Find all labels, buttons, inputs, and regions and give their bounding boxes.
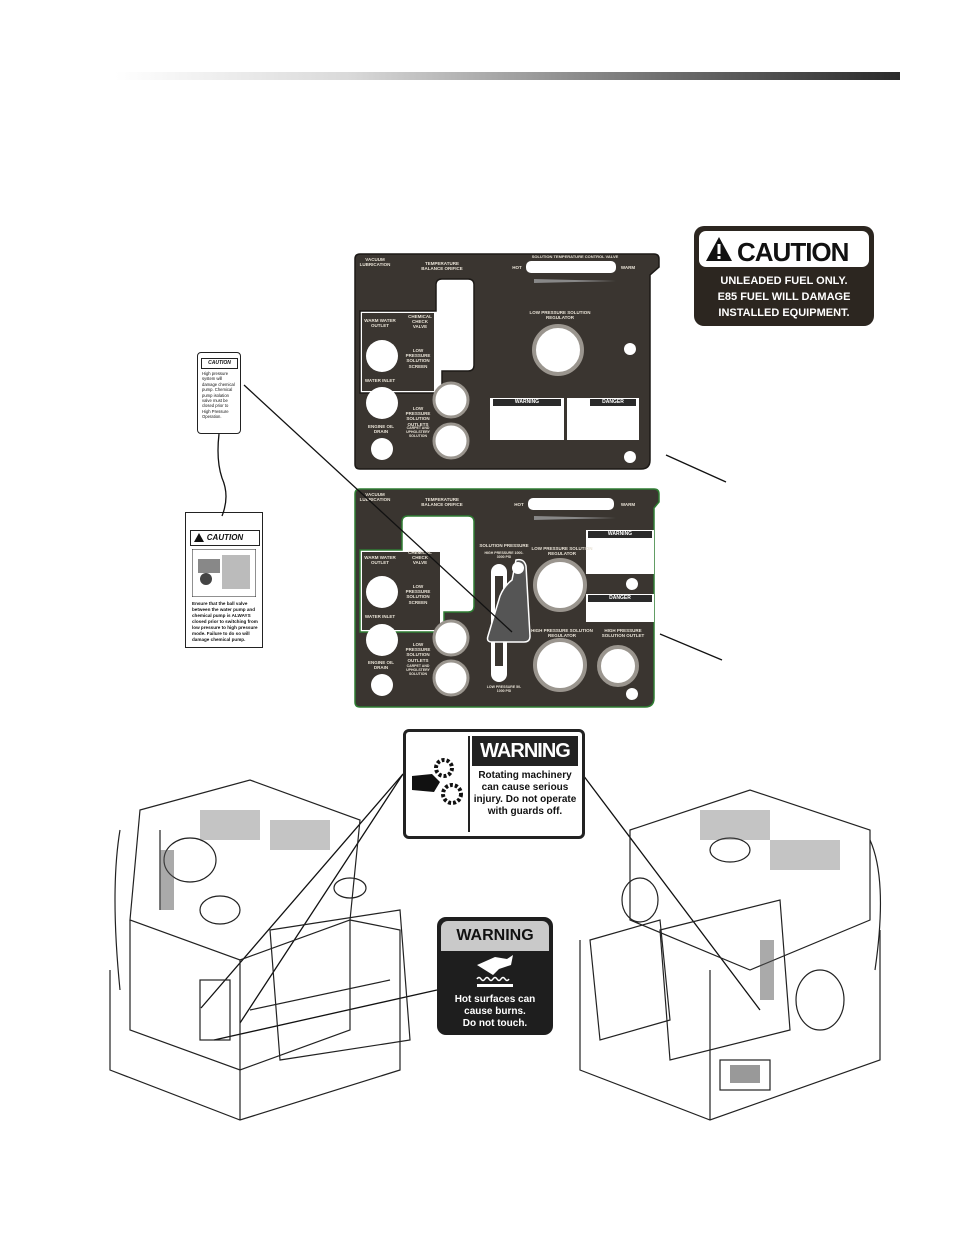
top-low-outlets-sub: CARPET AND UPHOLSTERY SOLUTION [406, 426, 430, 439]
bottom-hot-label: HOT [514, 502, 524, 507]
top-warning-label: WARNING [493, 399, 561, 406]
bottom-low-regulator-label: LOW PRESSURE SOLUTION REGULATOR [531, 546, 593, 557]
warning-rotating-title: WARNING [472, 736, 578, 766]
caution-line-2: E85 FUEL WILL DAMAGE [717, 291, 851, 303]
bottom-water-inlet-label: WATER INLET [364, 614, 396, 619]
warning-rotating-line-4: with guards off. [487, 806, 563, 817]
top-low-regulator-label: LOW PRESSURE SOLUTION REGULATOR [529, 310, 591, 321]
caution-line-1: UNLEADED FUEL ONLY. [720, 275, 848, 287]
top-solution-temp-label: SOLUTION TEMPERATURE CONTROL VALVE [531, 254, 619, 259]
warning-hot-sign: WARNING Hot surfaces can cause burns. Do… [437, 917, 553, 1035]
hot-surface-hand-icon [476, 955, 513, 987]
gears-icon [410, 736, 470, 832]
caution-message: UNLEADED FUEL ONLY. E85 FUEL WILL DAMAGE… [694, 273, 874, 321]
warning-rotating-line-1: Rotating machinery [478, 770, 572, 781]
bottom-engine-drain-label: ENGINE OIL DRAIN [367, 660, 394, 671]
bottom-chem-check-label: CHEMICAL CHECK VALVE [408, 550, 432, 566]
bottom-danger-label: DANGER [588, 595, 652, 602]
bottom-low-pressure-label: LOW PRESSURE 50-1000 PSI [486, 685, 522, 694]
warning-rotating-line-3: injury. Do not operate [473, 794, 577, 805]
caution-line-3: INSTALLED EQUIPMENT. [718, 307, 850, 319]
top-engine-drain-label: ENGINE OIL DRAIN [367, 424, 394, 435]
warning-hot-title: WARNING [441, 921, 549, 951]
warning-rotating-title-text: WARNING [480, 740, 571, 762]
warning-rotating-line-2: can cause serious [481, 782, 569, 793]
tag-big-title: CAUTION [190, 530, 260, 546]
top-low-outlets-label: LOW PRESSURE SOLUTION OUTLETS [405, 406, 431, 427]
bottom-warning-label: WARNING [588, 531, 652, 538]
warning-hot-body: Hot surfaces can cause burns. Do not tou… [437, 994, 553, 1030]
bottom-solution-pressure-label: SOLUTION PRESSURE [479, 543, 529, 548]
top-low-screen-label: LOW PRESSURE SOLUTION SCREEN [405, 348, 431, 369]
top-warm-water-label: WARM WATER OUTLET [364, 318, 396, 329]
valve-handle-shape [486, 558, 531, 643]
alert-triangle-icon [706, 237, 732, 261]
tag-small-text: High pressure system will damage chemica… [202, 371, 235, 420]
warning-rotating-sign: WARNING Rotating machinery can cause ser… [403, 729, 585, 839]
bottom-high-regulator-label: HIGH PRESSURE SOLUTION REGULATOR [531, 628, 593, 639]
valve-illustration [192, 549, 256, 597]
top-warm-label: WARM [620, 265, 636, 270]
bottom-high-outlet-label: HIGH PRESSURE SOLUTION OUTLET [601, 628, 645, 639]
bottom-vacuum-label: VACUUM LUBRICATION [359, 492, 391, 503]
tag-small-title: CAUTION [201, 358, 238, 369]
caution-tag-large: CAUTION Ensure that the ball valve betwe… [185, 512, 263, 648]
bottom-low-screen-label: LOW PRESSURE SOLUTION SCREEN [405, 584, 431, 605]
top-chem-check-label: CHEMICAL CHECK VALVE [408, 314, 432, 330]
caution-header: CAUTION [699, 231, 869, 267]
bottom-high-pressure-label: HIGH PRESSURE 1000-3000 PSI [484, 551, 524, 560]
bottom-low-outlets-sub: CARPET AND UPHOLSTERY SOLUTION [406, 664, 430, 677]
top-danger-label: DANGER [590, 399, 636, 406]
caution-tag-small: CAUTION High pressure system will damage… [197, 352, 241, 434]
top-hot-label: HOT [512, 265, 522, 270]
bottom-low-outlets-label: LOW PRESSURE SOLUTION OUTLETS [405, 642, 431, 663]
bottom-temp-orifice-label: TEMPERATURE BALANCE ORIFICE [421, 497, 463, 508]
tag-big-text: Ensure that the ball valve between the w… [192, 601, 258, 642]
top-water-inlet-label: WATER INLET [364, 378, 396, 383]
bottom-warm-label: WARM [620, 502, 636, 507]
top-vacuum-label: VACUUM LUBRICATION [359, 257, 391, 268]
warning-rotating-body: Rotating machinery can cause serious inj… [472, 770, 578, 818]
caution-title: CAUTION [737, 237, 849, 267]
warning-hot-line-2: cause burns. [464, 1006, 526, 1017]
warning-hot-line-3: Do not touch. [462, 1018, 528, 1029]
caution-fuel-sign: CAUTION UNLEADED FUEL ONLY. E85 FUEL WIL… [694, 226, 874, 326]
warning-hot-line-1: Hot surfaces can [454, 994, 536, 1005]
machine-right-illustration [579, 789, 882, 1121]
header-rule [115, 72, 900, 80]
machine-left-illustration [109, 779, 411, 1121]
top-temp-orifice-label: TEMPERATURE BALANCE ORIFICE [421, 261, 463, 272]
bottom-warm-water-label: WARM WATER OUTLET [364, 555, 396, 566]
alert-triangle-icon [194, 533, 204, 542]
